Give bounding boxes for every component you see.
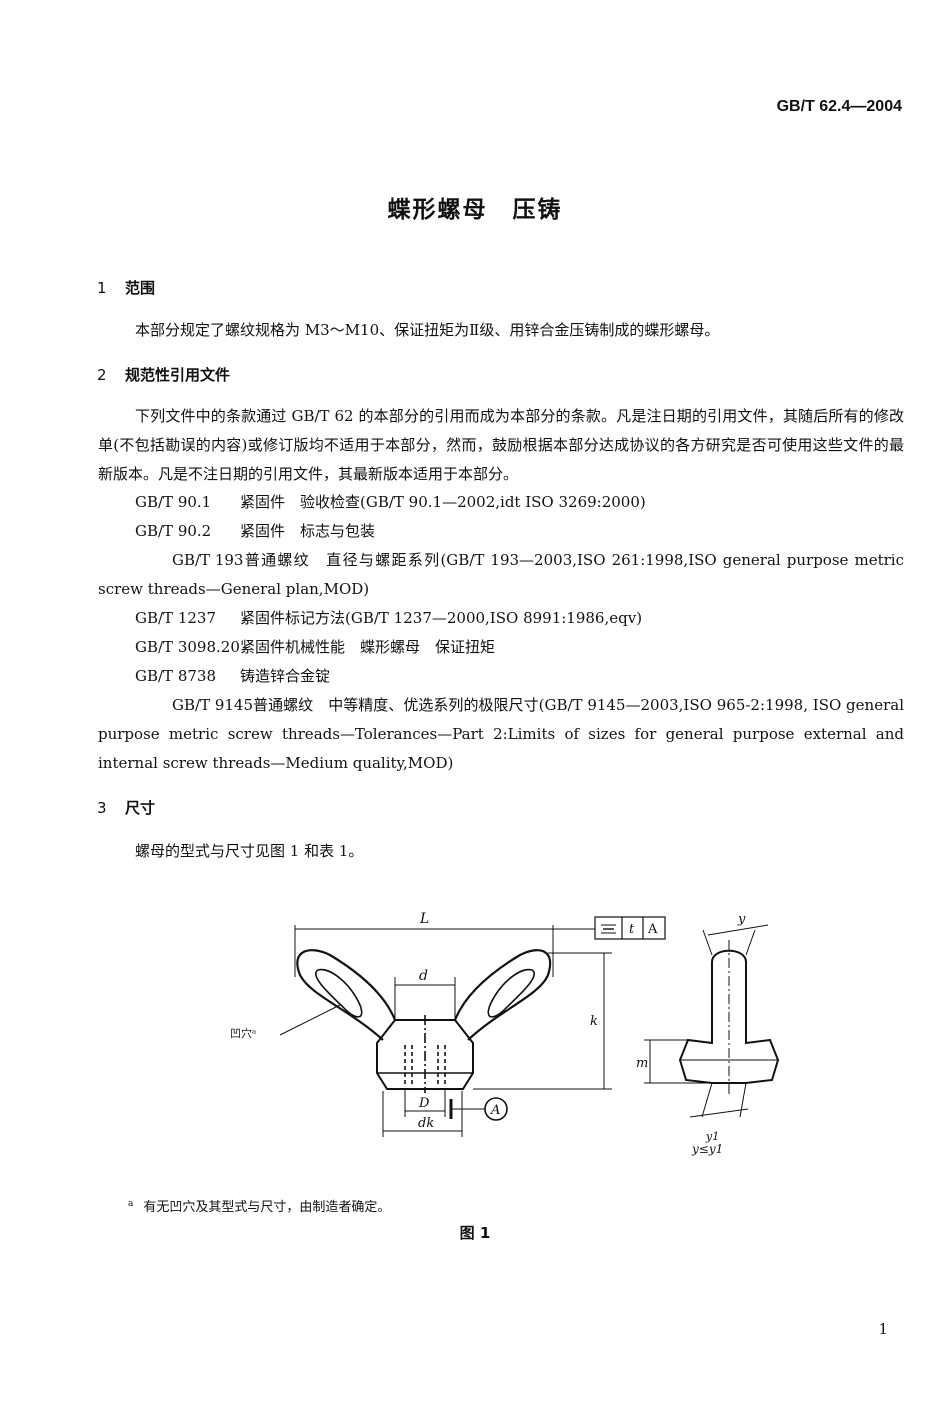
reference-code: GB/T 90.2 [135, 522, 212, 540]
reference-title: 紧固件 验收检查(GB/T 90.1—2002,idt ISO 3269:200… [240, 493, 646, 511]
label-y1: y1 [705, 1130, 719, 1143]
label-d: d [419, 968, 428, 984]
section-title: 规范性引用文件 [125, 366, 231, 384]
reference-title: 紧固件标记方法(GB/T 1237—2000,ISO 8991:1986,eqv… [240, 609, 643, 627]
label-D: D [418, 1096, 430, 1111]
reference-title: 紧固件机械性能 蝶形螺母 保证扭矩 [240, 638, 496, 656]
section-2-heading: 2 规范性引用文件 [97, 364, 230, 385]
scope-paragraph: 本部分规定了螺纹规格为 M3～M10、保证扭矩为Ⅱ级、用锌合金压铸制成的蝶形螺母… [135, 321, 720, 339]
reference-title: 普通螺纹 直径与螺距系列(GB/T 193—2003,ISO 261:1998,… [98, 551, 904, 598]
section-number: 2 [97, 366, 107, 384]
standard-number: GB/T 62.4—2004 [776, 98, 902, 115]
section-title: 范围 [125, 279, 156, 297]
label-tol-A: A [647, 922, 658, 937]
reference-code: GB/T 193 [172, 551, 244, 569]
section-title: 尺寸 [125, 799, 156, 817]
label-L: L [419, 911, 429, 927]
label-tol-t: t [629, 922, 635, 937]
label-recess: 凹穴ᵃ [230, 1026, 256, 1040]
reference-code: GB/T 9145 [172, 696, 254, 714]
label-k: k [590, 1014, 598, 1029]
reference-title: 紧固件 标志与包装 [240, 522, 376, 540]
reference-item: GB/T 1237 紧固件标记方法(GB/T 1237—2000,ISO 8991… [135, 604, 642, 633]
footnote-mark: a [128, 1198, 134, 1209]
page-number: 1 [878, 1320, 888, 1338]
reference-title: 铸造锌合金锭 [240, 667, 331, 685]
label-condition: y≤y1 [691, 1142, 723, 1156]
section-number: 1 [97, 279, 107, 297]
reference-item: GB/T 193普通螺纹 直径与螺距系列(GB/T 193—2003,ISO 2… [98, 546, 904, 604]
section-3-heading: 3 尺寸 [97, 797, 155, 818]
reference-item: GB/T 3098.20紧固件机械性能 蝶形螺母 保证扭矩 [135, 633, 495, 662]
reference-item: GB/T 90.2 紧固件 标志与包装 [135, 517, 375, 546]
label-dk: dk [418, 1116, 434, 1131]
figure-footnote: a 有无凹穴及其型式与尺寸，由制造者确定。 [128, 1196, 390, 1215]
reference-item: GB/T 8738 铸造锌合金锭 [135, 662, 330, 691]
wing-nut-drawing: L d k D dk A 凹穴ᵃ t A m y y1 y≤y1 [230, 911, 780, 1156]
figure-caption: 图 1 [459, 1224, 491, 1242]
reference-code: GB/T 3098.20 [135, 638, 240, 656]
label-y: y [737, 912, 746, 927]
reference-item: GB/T 9145普通螺纹 中等精度、优选系列的极限尺寸(GB/T 9145—2… [98, 691, 904, 778]
section-1-heading: 1 范围 [97, 277, 155, 298]
reference-code: GB/T 90.1 [135, 493, 212, 511]
dimensions-paragraph: 螺母的型式与尺寸见图 1 和表 1。 [135, 842, 364, 860]
document-title: 蝶形螺母 压铸 [387, 197, 563, 223]
reference-title: 普通螺纹 中等精度、优选系列的极限尺寸(GB/T 9145—2003,ISO 9… [98, 696, 904, 772]
reference-code: GB/T 1237 [135, 609, 217, 627]
reference-code: GB/T 8738 [135, 667, 217, 685]
reference-item: GB/T 90.1 紧固件 验收检查(GB/T 90.1—2002,idt ISO… [135, 488, 646, 517]
section-number: 3 [97, 799, 107, 817]
label-datum: A [490, 1103, 500, 1118]
label-m: m [636, 1056, 648, 1071]
references-intro: 下列文件中的条款通过 GB/T 62 的本部分的引用而成为本部分的条款。凡是注日… [98, 407, 904, 483]
footnote-text: 有无凹穴及其型式与尺寸，由制造者确定。 [143, 1200, 391, 1215]
